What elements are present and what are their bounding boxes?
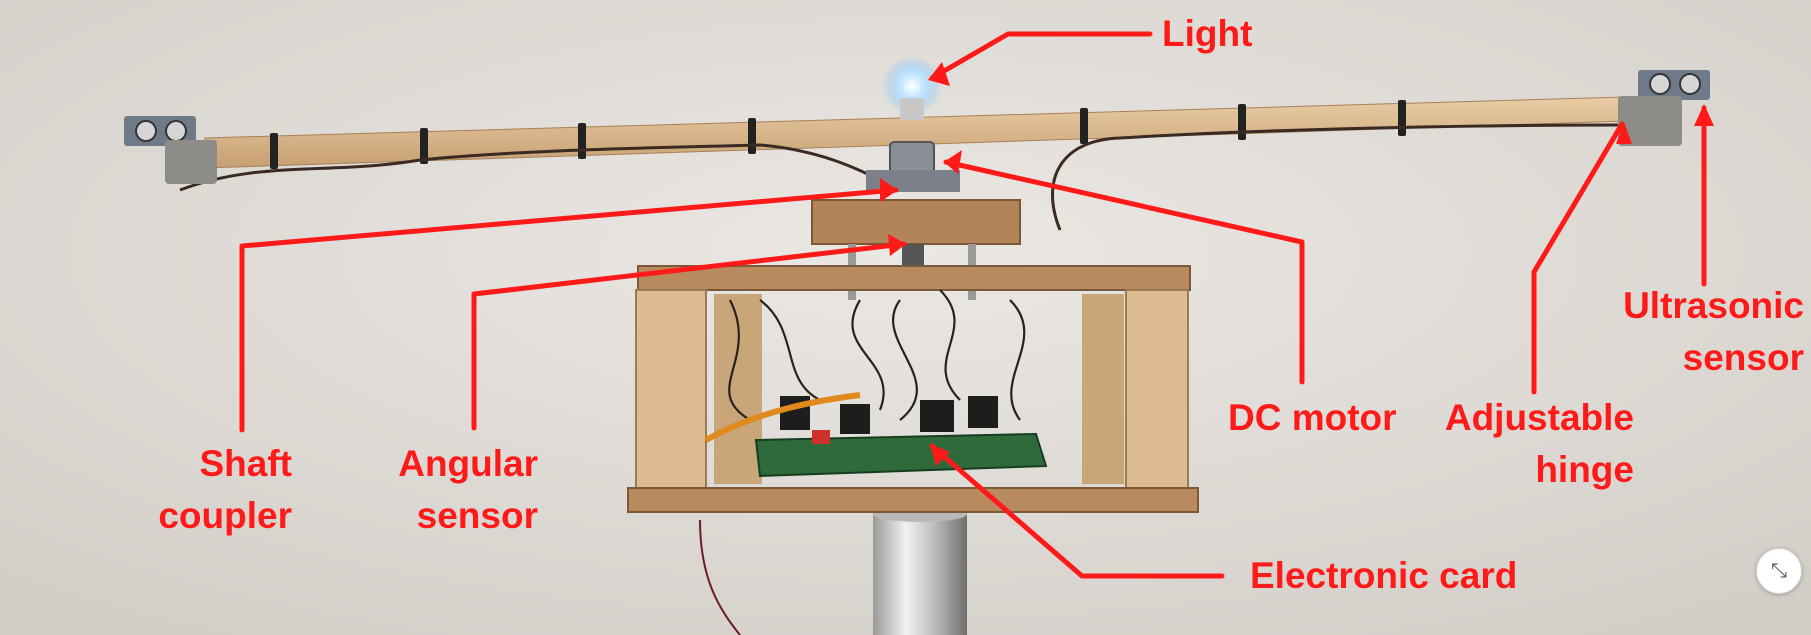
led-glow (882, 56, 942, 116)
top-plate (811, 199, 1021, 245)
box-wiring (728, 289, 1026, 421)
beam-wire-left (179, 143, 881, 192)
label-shaft-coupler: Shaft coupler (150, 438, 292, 542)
board-components (780, 396, 998, 434)
circuit-board (754, 432, 1048, 478)
frame-bottom-board (627, 487, 1199, 513)
frame-left-post (635, 289, 707, 493)
ribbon-cable (704, 392, 861, 443)
label-adjustable-hinge-line1: Adjustable (1444, 397, 1634, 438)
label-shaft-coupler-line1: Shaft (199, 443, 293, 484)
left-ultrasonic-sensor (124, 116, 217, 184)
label-electronic-card: Electronic card (1250, 550, 1517, 602)
hanging-wire (699, 519, 741, 635)
label-angular-sensor: Angular sensor (390, 438, 538, 542)
label-shaft-coupler-line2: coupler (158, 495, 292, 536)
annotation-arrows (239, 31, 1707, 579)
label-angular-sensor-line2: sensor (416, 495, 538, 536)
label-light: Light (1162, 8, 1252, 60)
metal-post (873, 512, 967, 635)
beam-wire-right (1051, 123, 1621, 231)
shaft (902, 244, 924, 268)
label-electronic-card-text: Electronic card (1250, 555, 1518, 596)
collapse-icon: ⤡ (1771, 559, 1787, 582)
label-ultrasonic-sensor-line1: Ultrasonic (1623, 285, 1804, 326)
label-adjustable-hinge: Adjustable hinge (1434, 392, 1634, 496)
label-dc-motor-text: DC motor (1228, 397, 1397, 438)
label-dc-motor: DC motor (1228, 392, 1397, 444)
arrow-heads (880, 62, 1714, 466)
right-ultrasonic-sensor (1618, 70, 1710, 146)
label-light-text: Light (1162, 13, 1253, 54)
frame-right-post (1125, 289, 1189, 493)
frame-inner-right (1082, 294, 1124, 484)
label-ultrasonic-sensor: Ultrasonic sensor (1600, 280, 1804, 384)
label-angular-sensor-line1: Angular (398, 443, 538, 484)
label-adjustable-hinge-line2: hinge (1535, 449, 1634, 490)
label-ultrasonic-sensor-line2: sensor (1682, 337, 1804, 378)
collapse-button[interactable]: ⤡ (1756, 548, 1802, 594)
red-relay (812, 430, 830, 444)
led-mount (900, 98, 924, 120)
cable-ties (270, 100, 1406, 169)
frame-top-board (637, 265, 1191, 291)
